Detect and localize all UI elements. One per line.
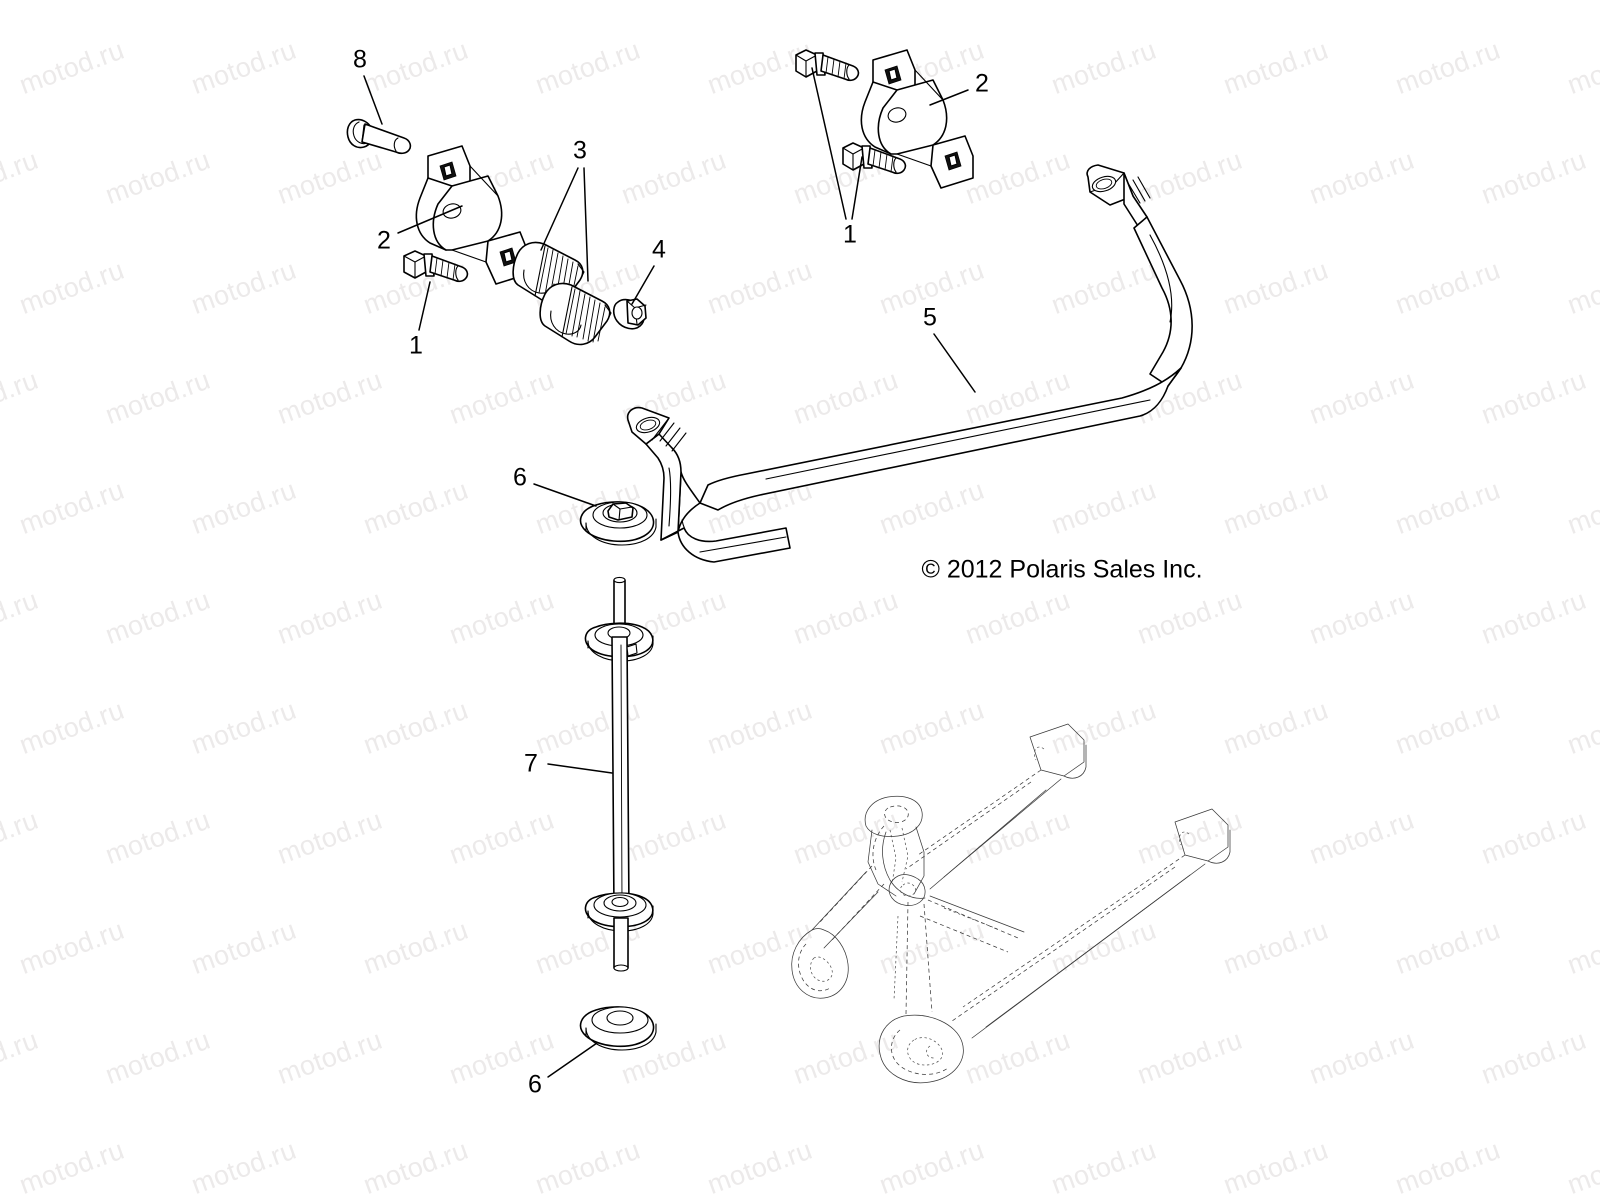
leader-line: [851, 156, 863, 220]
callout-1-left: 1: [409, 331, 423, 360]
callout-4: 4: [652, 235, 666, 264]
leader-line: [418, 281, 431, 331]
leader-line: [631, 265, 655, 305]
part-6-bushing-top: [579, 501, 657, 546]
leader-line: [397, 205, 463, 234]
callout-2-left: 2: [377, 226, 391, 255]
callout-6-top: 6: [513, 463, 527, 492]
leader-line: [533, 483, 597, 507]
callout-2-right: 2: [975, 69, 989, 98]
callout-7: 7: [524, 749, 538, 778]
callout-8: 8: [353, 45, 367, 74]
leader-lines: [363, 67, 976, 1078]
callout-5: 5: [923, 303, 937, 332]
leader-line: [583, 167, 589, 282]
leader-line: [547, 1042, 598, 1078]
part-1-bolt-left: [403, 250, 469, 283]
part-8-shoulder-bolt: [346, 118, 412, 155]
part-3-bushing-lower: [539, 282, 612, 346]
leader-line: [929, 89, 969, 106]
callout-6-bottom: 6: [528, 1070, 542, 1099]
copyright-notice: © 2012 Polaris Sales Inc.: [921, 555, 1203, 584]
leader-line: [363, 75, 383, 125]
callout-3: 3: [573, 136, 587, 165]
ghost-trailing-arm-assembly: [791, 723, 1231, 1084]
part-4-flange-nut: [612, 298, 647, 330]
part-5-stabilizer-bar: [626, 164, 1193, 563]
part-2-clamp-right: [860, 49, 974, 189]
leader-line: [547, 763, 613, 774]
leader-line: [811, 67, 847, 220]
callout-1-right: 1: [843, 220, 857, 249]
part-2-clamp-left: [415, 145, 529, 285]
leader-line: [540, 167, 579, 251]
part-1-bolt-lower-right: [842, 142, 907, 175]
part-7-link-rod: [584, 576, 654, 972]
part-6-bushing-bottom: [579, 1006, 657, 1051]
leader-line: [933, 333, 976, 393]
part-1-bolt-upper-right: [795, 49, 860, 82]
